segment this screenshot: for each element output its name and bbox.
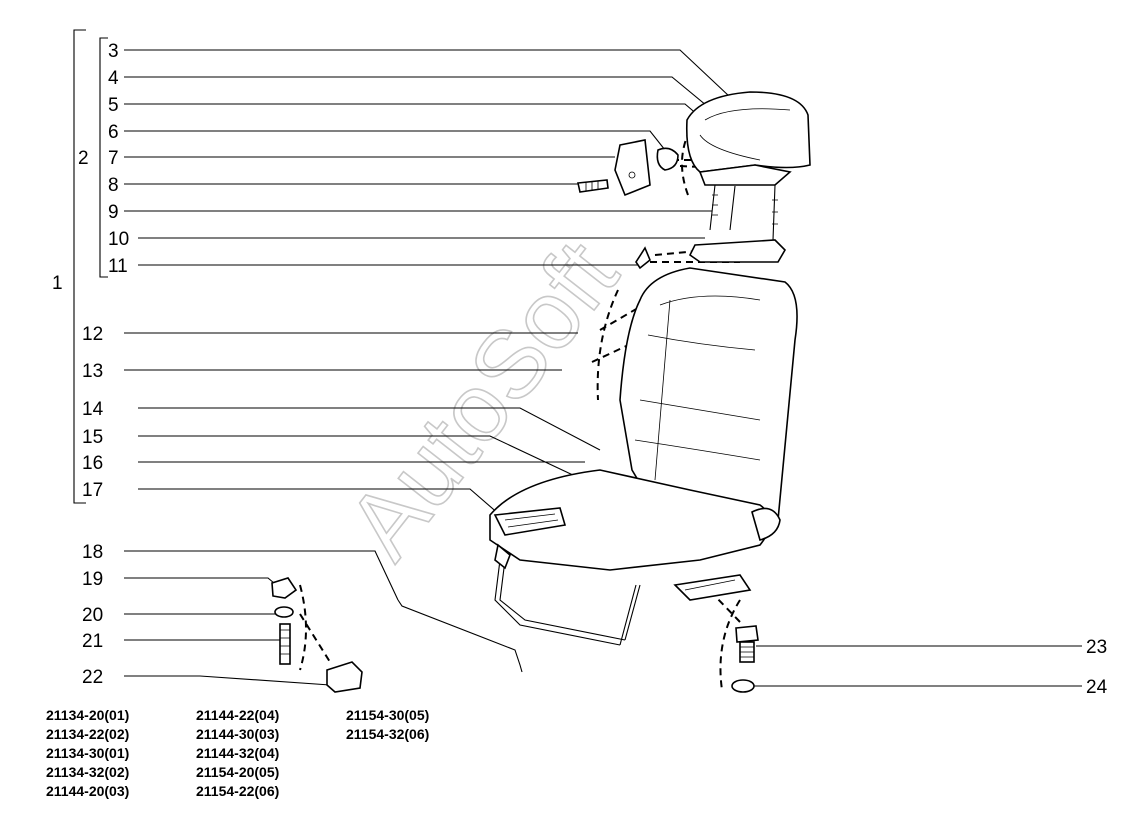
callout-labels: 1 2 3 4 5 6 7 8 9 10 11 12 13 14 15 16 1… <box>52 41 1108 698</box>
callout-21: 21 <box>82 631 103 652</box>
model-code: 21154-32(06) <box>346 726 430 742</box>
callout-4: 4 <box>108 68 119 89</box>
model-code: 21144-30(03) <box>196 726 280 742</box>
callout-8: 8 <box>108 175 119 196</box>
headrest <box>685 91 811 241</box>
seat-frame <box>494 543 752 646</box>
callout-19: 19 <box>82 569 103 590</box>
model-code: 21144-20(03) <box>46 783 130 799</box>
seat-cushion <box>489 469 781 571</box>
bracket-assembly-2 <box>99 37 108 278</box>
seat-back <box>619 267 798 521</box>
headrest-fasteners <box>577 139 787 270</box>
model-code: 21144-32(04) <box>196 745 280 761</box>
callout-14: 14 <box>82 399 104 420</box>
applicability-column-2: 21144-22(04) 21144-30(03) 21144-32(04) 2… <box>196 706 279 801</box>
applicability-column-3: 21154-30(05) 21154-32(06) <box>346 706 429 744</box>
callout-16: 16 <box>82 453 103 474</box>
model-code: 21134-20(01) <box>46 707 130 723</box>
callout-24: 24 <box>1086 677 1108 698</box>
callout-2: 2 <box>78 148 89 169</box>
callout-12: 12 <box>82 324 103 345</box>
callout-13: 13 <box>82 361 103 382</box>
model-code: 21134-32(02) <box>46 764 130 780</box>
model-code: 21134-30(01) <box>46 745 130 761</box>
model-code: 21154-20(05) <box>196 764 280 780</box>
callout-9: 9 <box>108 202 119 223</box>
model-code: 21144-22(04) <box>196 707 280 723</box>
callout-22: 22 <box>82 667 103 688</box>
callout-7: 7 <box>108 148 119 169</box>
callout-3: 3 <box>108 41 119 62</box>
lower-fasteners <box>271 577 759 693</box>
model-code: 21154-30(05) <box>346 707 430 723</box>
model-code: 21154-22(06) <box>196 783 280 799</box>
model-code: 21134-22(02) <box>46 726 130 742</box>
callout-15: 15 <box>82 427 103 448</box>
callout-10: 10 <box>108 229 129 250</box>
leader-lines <box>124 49 1082 687</box>
callout-18: 18 <box>82 542 103 563</box>
callout-11: 11 <box>108 256 128 277</box>
callout-20: 20 <box>82 605 103 626</box>
callout-17: 17 <box>82 480 103 501</box>
callout-6: 6 <box>108 122 119 143</box>
bracket-assembly-1 <box>73 29 86 504</box>
callout-23: 23 <box>1086 637 1107 658</box>
applicability-column-1: 21134-20(01) 21134-22(02) 21134-30(01) 2… <box>46 706 129 801</box>
callout-1: 1 <box>52 273 63 294</box>
callout-5: 5 <box>108 95 119 116</box>
